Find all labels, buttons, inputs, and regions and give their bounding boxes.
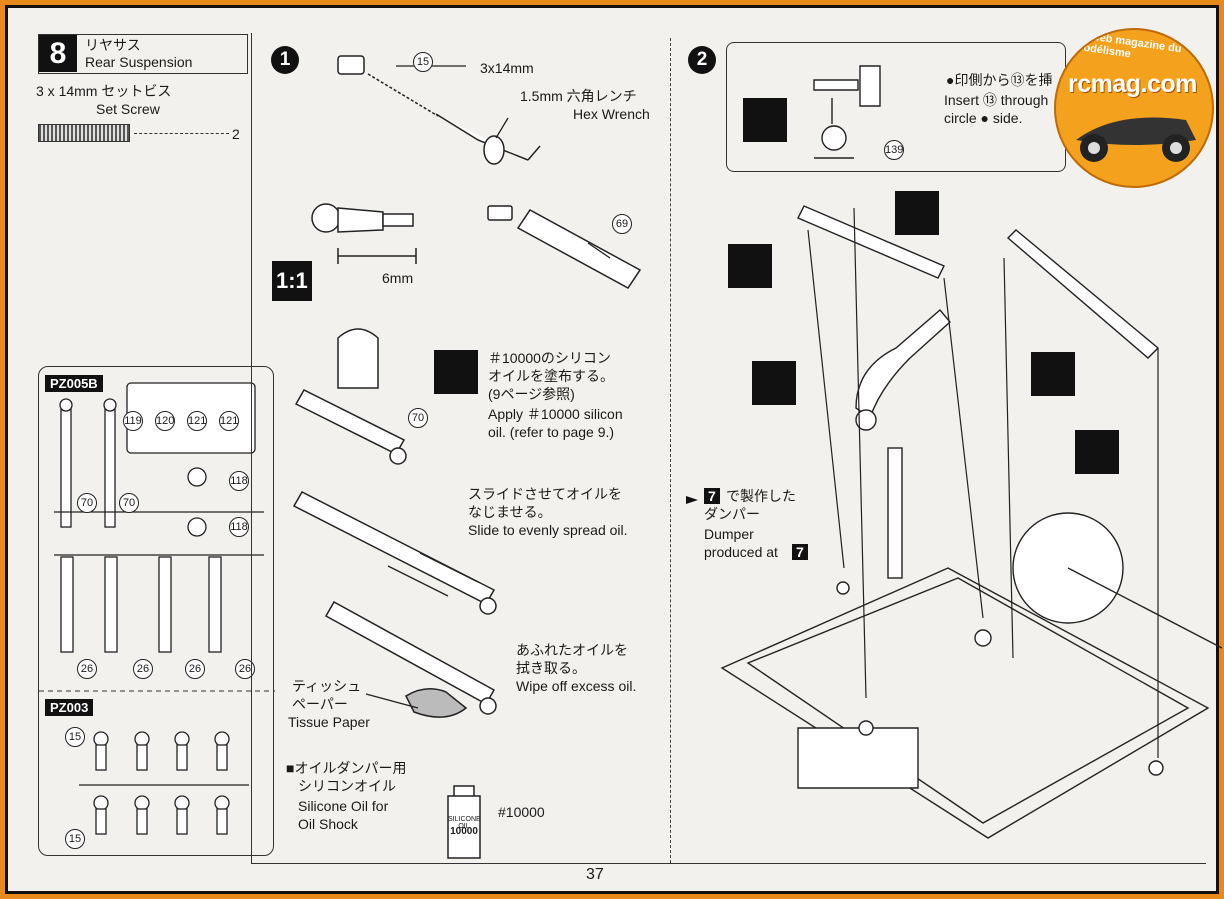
slide-jp-2: なじませる。 bbox=[468, 504, 552, 520]
part-139: 139 bbox=[884, 140, 904, 160]
tissue-jp-2: ペーパー bbox=[292, 696, 348, 712]
part-70a: 70 bbox=[77, 493, 97, 513]
substep-1-badge: 1 bbox=[271, 46, 299, 74]
sprue-a-tag: PZ005B bbox=[45, 375, 103, 392]
bottle-code: #10000 bbox=[498, 804, 545, 820]
silicone-en-1: Silicone Oil for bbox=[298, 798, 389, 814]
step-title-jp: リヤサス bbox=[85, 37, 141, 53]
parts-label-jp: 3 x 14mm セットビス bbox=[36, 83, 172, 99]
logo-car-icon bbox=[1076, 117, 1196, 162]
silicone-jp-1: ■オイルダンパー用 bbox=[286, 760, 407, 776]
insert-jp: ●印側から⑬を挿 bbox=[946, 72, 1053, 88]
step-ref-badge-2: 7 bbox=[792, 544, 808, 560]
part-15a: 15 bbox=[65, 727, 85, 747]
parts-label-en: Set Screw bbox=[96, 101, 160, 117]
rcmag-logo: Le web magazine du modélisme rcmag.com bbox=[1054, 28, 1214, 188]
step-divider bbox=[670, 38, 671, 863]
screw-size-label: 3x14mm bbox=[480, 60, 534, 76]
logo-text: rcmag.com bbox=[1068, 70, 1197, 98]
parts-qty: 2 bbox=[232, 126, 240, 142]
wipe-jp-1: あふれたオイルを bbox=[516, 642, 628, 658]
insert-en-1: Insert ⑬ through bbox=[944, 92, 1049, 108]
tissue-en: Tissue Paper bbox=[288, 714, 370, 730]
part-26d: 26 bbox=[235, 659, 255, 679]
part-26a: 26 bbox=[77, 659, 97, 679]
step-header: 8 リヤサス Rear Suspension bbox=[38, 34, 248, 74]
manual-page: 8 リヤサス Rear Suspension 3 x 14mm セットビス Se… bbox=[5, 5, 1222, 894]
dumper-jp-2: ダンパー bbox=[704, 506, 760, 522]
bottom-rule bbox=[251, 863, 1206, 864]
wipe-en: Wipe off excess oil. bbox=[516, 678, 637, 694]
set-screw-drawing bbox=[38, 124, 130, 142]
silicone-en-2: Oil Shock bbox=[298, 816, 358, 832]
oil-jp-2: オイルを塗布する。 bbox=[488, 368, 614, 384]
dumper-en-2: produced at bbox=[704, 544, 778, 560]
part-26b: 26 bbox=[133, 659, 153, 679]
left-divider bbox=[251, 33, 252, 863]
step1-drawing bbox=[272, 55, 642, 859]
part-118b: 118 bbox=[229, 517, 249, 537]
step-ref-badge-1: 7 bbox=[704, 488, 720, 504]
dumper-en-1: Dumper bbox=[704, 526, 754, 542]
bottle-value: 10000 bbox=[450, 826, 478, 837]
chassis-drawing bbox=[686, 65, 1222, 839]
oil-jp-1: ＃10000のシリコン bbox=[488, 350, 611, 366]
step1-part-70: 70 bbox=[408, 408, 428, 428]
step1-part-15: 15 bbox=[413, 52, 433, 72]
sprue-panel: PZ005B 119 120 121 121 118 1 bbox=[38, 366, 275, 856]
substep-2-badge: 2 bbox=[688, 46, 716, 74]
part-70b: 70 bbox=[119, 493, 139, 513]
step-number: 8 bbox=[39, 35, 77, 72]
part-15b: 15 bbox=[65, 829, 85, 849]
part-119: 119 bbox=[123, 411, 143, 431]
wrench-label-en: Hex Wrench bbox=[573, 106, 650, 122]
length-label: 6mm bbox=[382, 270, 414, 286]
silicone-jp-2: シリコンオイル bbox=[298, 778, 396, 794]
slide-jp-1: スライドさせてオイルを bbox=[468, 486, 622, 502]
wrench-label-jp: 1.5mm 六角レンチ bbox=[520, 88, 637, 104]
scale-badge: 1:1 bbox=[276, 268, 308, 293]
tissue-jp-1: ティッシュ bbox=[292, 678, 362, 694]
qty-leader bbox=[134, 133, 229, 134]
dumper-jp-1: で製作した bbox=[726, 488, 796, 504]
oil-jp-3: (9ページ参照) bbox=[488, 386, 575, 402]
insert-en-2: circle ● side. bbox=[944, 110, 1023, 126]
bottle-label: SILICONE OIL bbox=[448, 816, 481, 830]
part-118a: 118 bbox=[229, 471, 249, 491]
step1-part-69: 69 bbox=[612, 214, 632, 234]
slide-en: Slide to evenly spread oil. bbox=[468, 522, 628, 538]
oil-en-1: Apply ＃10000 silicon bbox=[488, 406, 623, 422]
part-120: 120 bbox=[155, 411, 175, 431]
page-number: 37 bbox=[586, 866, 604, 883]
sprue-b-tag: PZ003 bbox=[45, 699, 94, 716]
part-121a: 121 bbox=[187, 411, 207, 431]
wipe-jp-2: 拭き取る。 bbox=[516, 660, 586, 676]
step-title-en: Rear Suspension bbox=[85, 54, 193, 70]
part-26c: 26 bbox=[185, 659, 205, 679]
part-121b: 121 bbox=[219, 411, 239, 431]
oil-en-2: oil. (refer to page 9.) bbox=[488, 424, 615, 440]
